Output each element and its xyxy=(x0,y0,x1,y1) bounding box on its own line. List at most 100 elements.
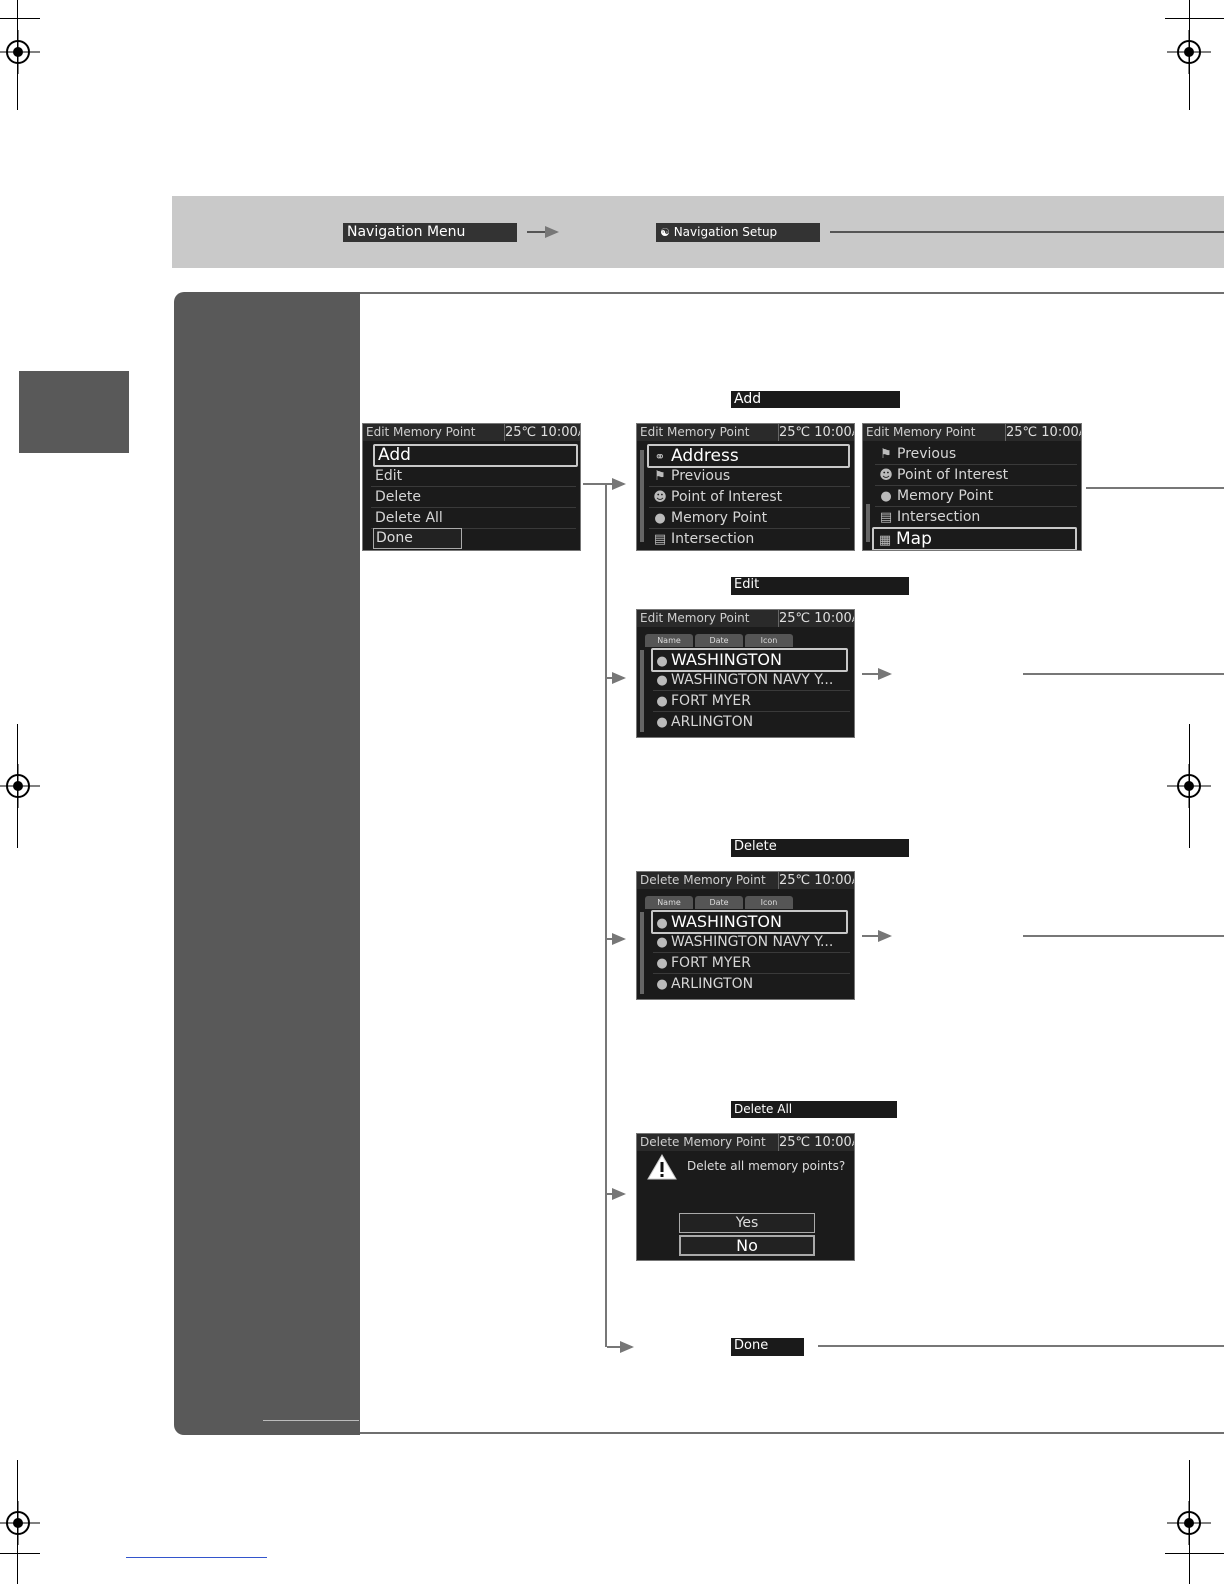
navigation-setup-icon: ☯ xyxy=(660,226,670,239)
breadcrumb-navigation-setup: ☯ Navigation Setup xyxy=(656,223,820,242)
menu-item-label: Intersection xyxy=(897,509,981,525)
add-screen-page2: Edit Memory Point 25℃ 10:00AM ⚑Previous … xyxy=(862,423,1082,551)
tab-name[interactable]: Name xyxy=(645,634,693,647)
flow-line-main xyxy=(583,483,607,485)
scrollbar[interactable] xyxy=(640,650,644,732)
side-panel xyxy=(174,292,360,1435)
menu-item-point-of-interest[interactable]: ☻Point of Interest xyxy=(875,465,1077,486)
label-edit: Edit xyxy=(731,577,909,595)
scrollbar[interactable] xyxy=(866,504,870,542)
menu-item-address[interactable]: ⚭Address xyxy=(647,444,850,468)
done-button[interactable]: Done xyxy=(373,528,462,549)
edit-leader-line xyxy=(1023,673,1224,675)
menu-item-label: Intersection xyxy=(671,531,755,547)
intersection-icon: ▤ xyxy=(879,510,893,525)
crop-line xyxy=(1165,18,1224,19)
menu-item-label: Memory Point xyxy=(897,488,994,504)
screen-title: Edit Memory Point xyxy=(866,425,976,439)
delete-next-arrow xyxy=(862,930,892,942)
list-item-label: WASHINGTON NAVY Y... xyxy=(671,672,834,688)
tab-date[interactable]: Date xyxy=(695,896,743,909)
intersection-icon: ▤ xyxy=(653,532,667,547)
pin-icon: ● xyxy=(656,654,668,669)
clock-value: 25℃ 10:00 xyxy=(779,425,852,440)
flow-arrow-done xyxy=(607,1341,634,1353)
flow-arrow-delete-all xyxy=(607,1188,626,1200)
clock-value: 25℃ 10:00 xyxy=(505,425,578,440)
list-item[interactable]: ●ARLINGTON xyxy=(653,712,850,732)
clock: 25℃ 10:00AM xyxy=(778,610,854,627)
no-button[interactable]: No xyxy=(679,1235,815,1256)
menu-item-intersection[interactable]: ▤ Intersection xyxy=(649,529,850,549)
tab-icon[interactable]: Icon xyxy=(745,896,793,909)
screen-title-bar: Edit Memory Point 25℃ 10:00AM xyxy=(863,424,1081,441)
screen-title-bar: Edit Memory Point 25℃ 10:00AM xyxy=(637,424,854,441)
menu-item-label: Memory Point xyxy=(671,510,768,526)
breadcrumb-leader-line xyxy=(830,231,1224,233)
clock-value: 25℃ 10:00 xyxy=(779,1135,852,1150)
delete-all-screen: Delete Memory Point 25℃ 10:00AM Delete a… xyxy=(636,1133,855,1261)
checkered-flag-icon: ⚑ xyxy=(880,447,892,462)
screen-title: Delete Memory Point xyxy=(640,873,766,887)
menu-item-delete-all[interactable]: Delete All xyxy=(371,508,576,529)
menu-item-intersection[interactable]: ▤ Intersection xyxy=(875,507,1077,528)
clock-value: 25℃ 10:00 xyxy=(1006,425,1079,440)
map-icon: ▦ xyxy=(878,533,892,548)
clock-ampm: AM xyxy=(578,429,580,438)
screen-title-bar: Edit Memory Point 25℃ 10:00AM xyxy=(363,424,580,441)
clock-value: 25℃ 10:00 xyxy=(779,611,852,626)
clock: 25℃ 10:00AM xyxy=(1005,424,1081,441)
clock: 25℃ 10:00AM xyxy=(778,1134,854,1151)
list-item[interactable]: ●ARLINGTON xyxy=(653,974,850,994)
clock: 25℃ 10:00AM xyxy=(504,424,580,441)
menu-item-memory-point[interactable]: ●Memory Point xyxy=(875,486,1077,507)
edit-next-arrow xyxy=(862,668,892,680)
poi-icon: ☻ xyxy=(653,490,667,505)
footer-link-underline xyxy=(126,1557,267,1558)
crop-line xyxy=(17,724,18,848)
tab-icon[interactable]: Icon xyxy=(745,634,793,647)
list-item[interactable]: ●WASHINGTON NAVY Y... xyxy=(653,670,850,691)
menu-item-delete[interactable]: Delete xyxy=(371,487,576,508)
menu-item-label: Previous xyxy=(671,468,731,484)
pin-icon: ● xyxy=(656,977,668,992)
screen-title: Edit Memory Point xyxy=(640,611,750,625)
menu-item-label: Point of Interest xyxy=(671,489,783,505)
crop-line xyxy=(1189,0,1190,110)
tab-date[interactable]: Date xyxy=(695,634,743,647)
screen-title-bar: Delete Memory Point 25℃ 10:00AM xyxy=(637,1134,854,1151)
menu-item-previous[interactable]: ⚑ Previous xyxy=(875,444,1077,465)
globe-icon: ⚭ xyxy=(654,450,666,465)
menu-item-edit[interactable]: Edit xyxy=(371,466,576,487)
screen-title: Delete Memory Point xyxy=(640,1135,766,1149)
delete-leader-line xyxy=(1023,935,1224,937)
clock-value: 25℃ 10:00 xyxy=(779,873,852,888)
tab-name[interactable]: Name xyxy=(645,896,693,909)
menu-item-previous[interactable]: ⚑Previous xyxy=(649,466,850,487)
scrollbar[interactable] xyxy=(640,912,644,994)
list-item[interactable]: ●WASHINGTON NAVY Y... xyxy=(653,932,850,953)
yes-button[interactable]: Yes xyxy=(679,1213,815,1233)
menu-item-point-of-interest[interactable]: ☻ Point of Interest xyxy=(649,487,850,508)
menu-item-map[interactable]: ▦ Map xyxy=(872,527,1077,550)
crop-line xyxy=(1189,1460,1190,1584)
menu-item-memory-point[interactable]: ●Memory Point xyxy=(649,508,850,529)
clock: 25℃ 10:00AM xyxy=(778,872,854,889)
breadcrumb-navigation-menu: Navigation Menu xyxy=(343,223,517,242)
panel-bottom-rule xyxy=(360,1432,1224,1434)
list-item[interactable]: ●FORT MYER xyxy=(653,691,850,712)
list-item[interactable]: ●WASHINGTON xyxy=(651,910,848,934)
pin-icon: ● xyxy=(656,916,668,931)
clock-ampm: AM xyxy=(852,877,854,886)
menu-item-add[interactable]: Add xyxy=(373,444,578,467)
clock-ampm: AM xyxy=(852,615,854,624)
menu-item-label: Previous xyxy=(897,446,957,462)
add-leader-line xyxy=(1086,487,1224,489)
list-item[interactable]: ●FORT MYER xyxy=(653,953,850,974)
scrollbar[interactable] xyxy=(640,450,644,542)
edit-memory-point-screen: Edit Memory Point 25℃ 10:00AM Add Edit D… xyxy=(362,423,581,551)
list-item[interactable]: ●WASHINGTON xyxy=(651,648,848,672)
pin-icon: ● xyxy=(656,673,668,688)
menu-item-label: Map xyxy=(896,529,932,549)
